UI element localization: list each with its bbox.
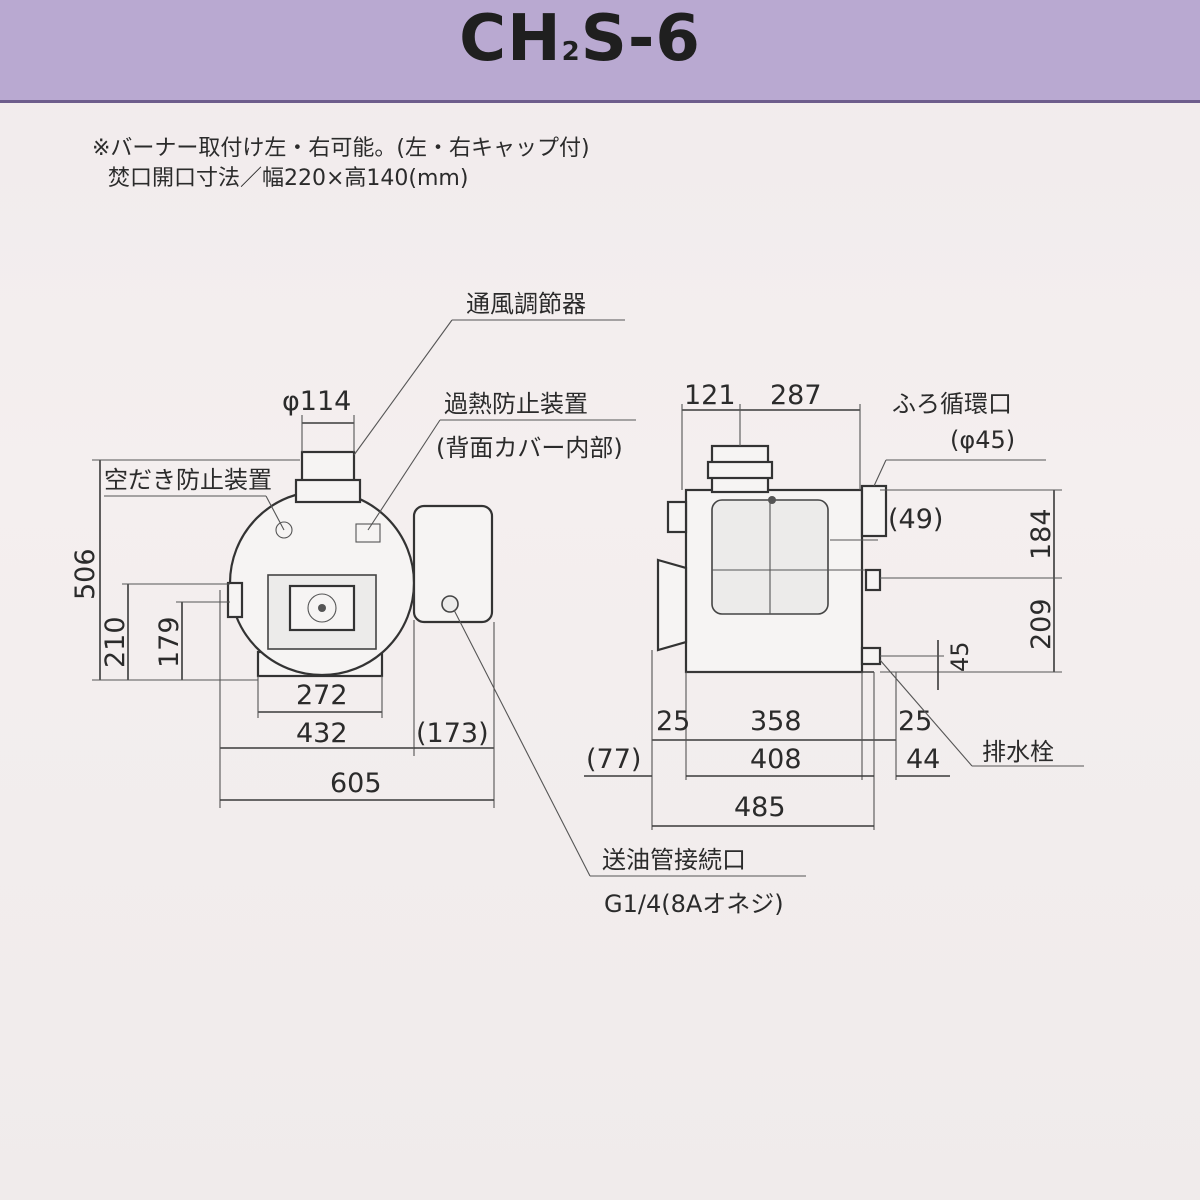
dim-121: 121 (684, 380, 736, 411)
header-band: CH2S-6 (0, 0, 1200, 103)
dim-209: 209 (1026, 598, 1057, 650)
dim-height-179: 179 (154, 616, 185, 668)
overheat-box (355, 523, 381, 543)
bath-circ-port (860, 484, 888, 538)
dim-408: 408 (750, 744, 802, 775)
dim-vent-dia: φ114 (282, 386, 351, 417)
burner-unit (412, 504, 494, 624)
note-burner-mount: ※バーナー取付け左・右可能。(左・右キャップ付) (92, 136, 590, 161)
model-subscript: 2 (561, 37, 581, 67)
dim-358: 358 (750, 706, 802, 737)
model-title: CH2S-6 (420, 2, 740, 76)
dim-77: (77) (586, 744, 641, 775)
note-opening-size: 焚口開口寸法／幅220×高140(mm) (108, 166, 469, 191)
side-burner-cover (656, 558, 688, 652)
model-main: CH (459, 2, 562, 76)
side-view-drawing: 121 287 184 209 (49) 45 25 358 25 (584, 380, 1084, 830)
dim-49: (49) (888, 504, 943, 535)
dim-184: 184 (1026, 508, 1057, 560)
dim-25-left: 25 (656, 706, 690, 737)
burner-hub-icon (318, 604, 326, 612)
side-cap-left (666, 500, 688, 534)
label-dry-fire-device: 空だき防止装置 (104, 466, 272, 494)
vent-cap (294, 478, 362, 504)
front-view-drawing: φ114 506 210 179 272 432 (173) (70, 290, 806, 918)
label-overheat-device: 過熱防止装置 (444, 390, 588, 418)
dim-25-right: 25 (898, 706, 932, 737)
dim-width-605: 605 (330, 768, 382, 799)
dim-44: 44 (906, 744, 940, 775)
label-overheat-note: (背面カバー内部) (436, 434, 623, 462)
dim-width-173: (173) (416, 718, 489, 749)
dry-fire-sensor (275, 521, 293, 539)
label-bath-circ-dia: (φ45) (950, 426, 1015, 454)
dim-287: 287 (770, 380, 822, 411)
label-vent-regulator: 通風調節器 (466, 290, 586, 318)
label-oil-inlet-spec: G1/4(8Aオネジ) (604, 890, 784, 918)
dim-485: 485 (734, 792, 786, 823)
model-rest: S-6 (580, 2, 701, 76)
side-vent-cap (706, 460, 774, 480)
side-port-mid (864, 568, 882, 592)
label-drain: 排水栓 (982, 738, 1054, 766)
drain-plug (860, 646, 882, 666)
dim-width-432: 432 (296, 718, 348, 749)
burner-fan-icon (307, 593, 337, 623)
dim-height-210: 210 (100, 616, 131, 668)
dim-width-272: 272 (296, 680, 348, 711)
oil-inlet-port (441, 595, 459, 613)
label-bath-circ: ふろ循環口 (892, 390, 1012, 418)
dim-height-total: 506 (70, 548, 101, 600)
label-oil-inlet: 送油管接続口 (602, 846, 746, 874)
burner-cap-left (226, 581, 244, 619)
dim-45: 45 (946, 641, 974, 672)
